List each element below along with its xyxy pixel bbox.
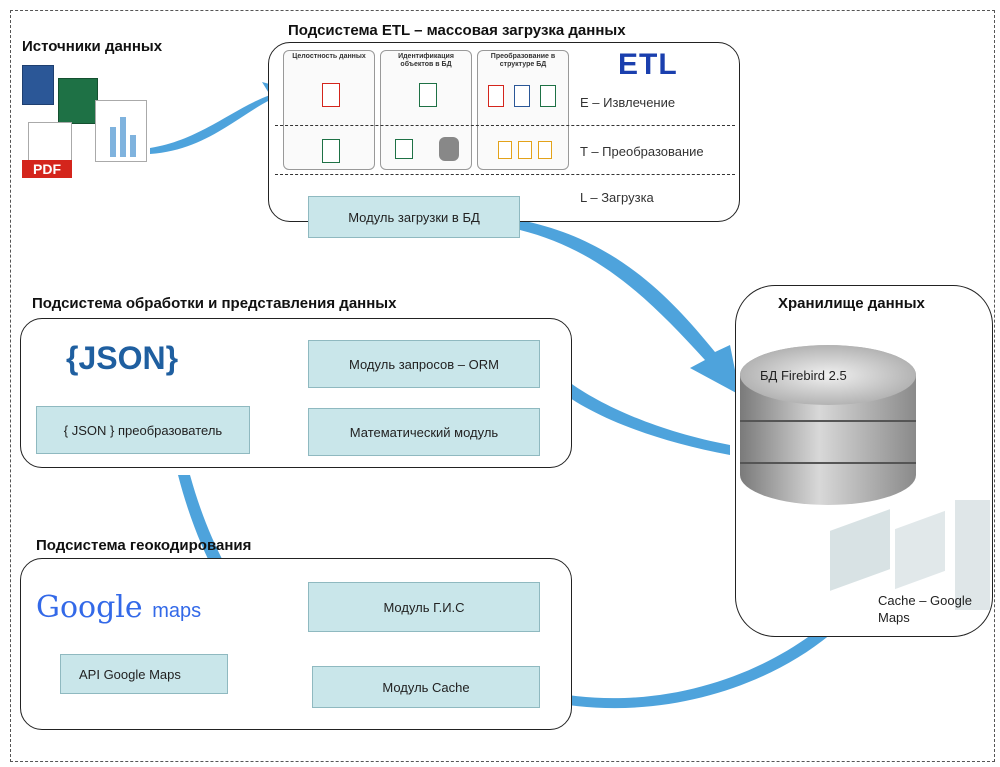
document-icon (395, 139, 413, 159)
load-module: Модуль загрузки в БД (308, 196, 520, 238)
document-icon (518, 141, 532, 159)
json-converter-module: { JSON } преобразователь (36, 406, 250, 454)
document-icon (488, 85, 504, 107)
sources-title: Источники данных (22, 38, 163, 55)
math-module: Математический модуль (308, 408, 540, 456)
etl-title: Подсистема ETL – массовая загрузка данны… (288, 22, 626, 39)
gis-module: Модуль Г.И.С (308, 582, 540, 632)
diagram-frame (10, 10, 995, 762)
document-icon (322, 83, 340, 107)
etl-logo: ETL (618, 48, 678, 81)
orm-module: Модуль запросов – ORM (308, 340, 540, 388)
document-icon (419, 83, 437, 107)
db-label: БД Firebird 2.5 (760, 368, 847, 383)
stage-transform: T – Преобразование (580, 144, 704, 159)
database-icon (439, 137, 459, 161)
document-icon (538, 141, 552, 159)
processing-title: Подсистема обработки и представления дан… (32, 295, 397, 312)
etl-column-identification: Идентификация объектов в БД (380, 50, 472, 170)
etl-column-transformation: Преобразование в структуре БД (477, 50, 569, 170)
storage-title: Хранилище данных (778, 295, 925, 312)
document-icon (322, 139, 340, 163)
json-logo: {JSON} (66, 340, 179, 376)
stage-extract: E – Извлечение (580, 95, 676, 110)
google-wordmark: Google (36, 590, 143, 625)
stage-load: L – Загрузка (580, 190, 654, 205)
document-icon (514, 85, 530, 107)
document-icon (498, 141, 512, 159)
word-icon (22, 65, 54, 105)
cache-module: Модуль Cache (312, 666, 540, 708)
maps-word: maps (152, 600, 202, 622)
etl-column-label: Целостность данных (292, 53, 366, 60)
pdf-badge: PDF (22, 160, 72, 178)
etl-column-label: Идентификация объектов в БД (398, 53, 454, 68)
api-google-maps-box: API Google Maps (60, 654, 228, 694)
geocoding-title: Подсистема геокодирования (36, 537, 252, 554)
etl-column-label: Преобразование в структуре БД (490, 53, 556, 68)
google-logo: Google maps (36, 590, 201, 625)
arrow-etl-to-db (520, 220, 740, 395)
etl-column-integrity: Целостность данных (283, 50, 375, 170)
spreadsheet-chart-icon (95, 100, 147, 162)
stage-divider (275, 125, 735, 126)
excel-icon (58, 78, 98, 124)
document-icon (540, 85, 556, 107)
stage-divider (275, 174, 735, 175)
cache-google-maps-label: Cache – Google Maps (878, 593, 972, 625)
